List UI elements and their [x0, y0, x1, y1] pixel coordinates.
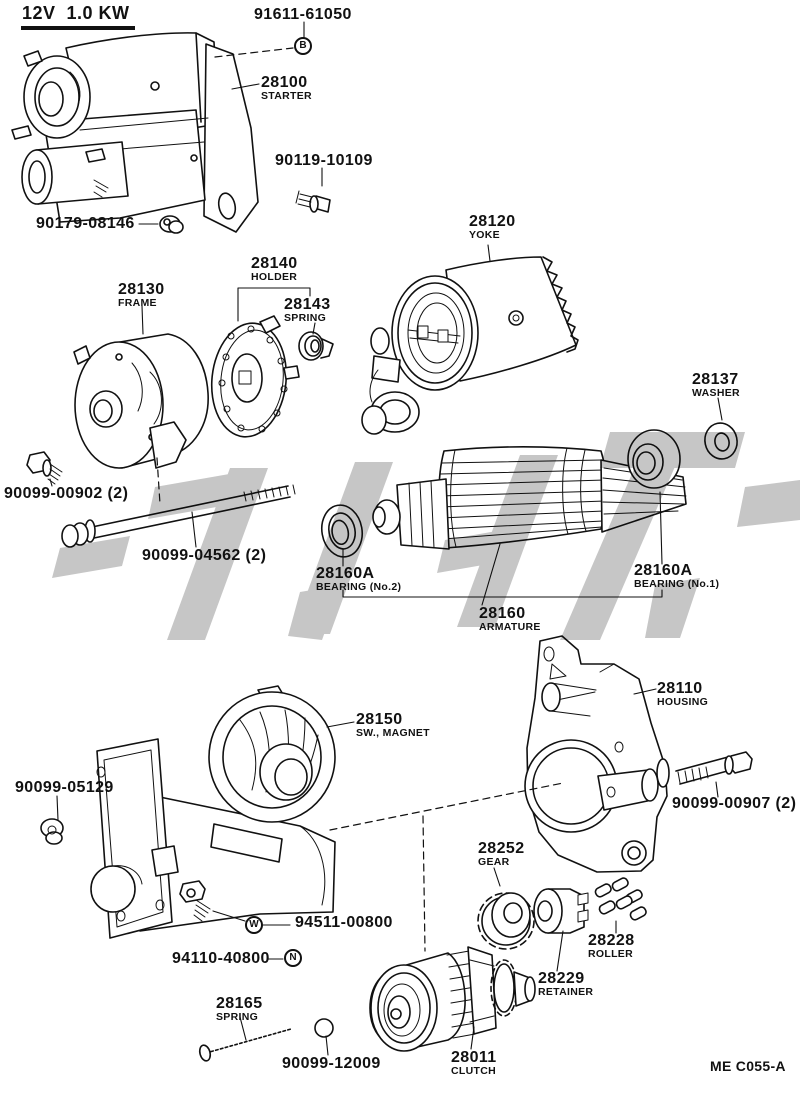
label-retainer: 28229 RETAINER	[538, 970, 593, 999]
marker-b-icon: B	[294, 37, 312, 55]
label-nut-90179: 90179-08146	[36, 215, 135, 232]
part-number: 28160A	[316, 565, 375, 582]
part-number: 28229	[538, 970, 585, 987]
label-clutch: 28011 CLUTCH	[451, 1049, 497, 1078]
bearing-no1-drawing	[627, 429, 681, 489]
yoke-drawing	[361, 256, 579, 435]
part-number: 91611-61050	[254, 6, 352, 23]
magnet-switch-drawing	[90, 685, 336, 939]
starter-assembly-drawing	[11, 32, 259, 233]
label-roller: 28228 ROLLER	[588, 932, 635, 961]
part-number: 28165	[216, 995, 263, 1012]
figure-code: ME C055-A	[710, 1058, 786, 1074]
label-washer-94511: 94511-00800	[295, 914, 393, 931]
part-number: 90099-00907 (2)	[672, 795, 797, 812]
bearing-no2-drawing	[320, 504, 364, 558]
part-name: SPRING	[284, 312, 327, 325]
part-name: ARMATURE	[479, 621, 541, 634]
frame-drawing	[73, 333, 209, 469]
part-number: 90099-05129	[15, 779, 114, 796]
label-starter: 28100 STARTER	[261, 74, 312, 103]
part-number: 94110-40800	[172, 950, 270, 967]
bolt-90119-drawing	[295, 190, 331, 213]
part-number: 28140	[251, 255, 298, 272]
part-name: SPRING	[216, 1011, 259, 1024]
part-number: 28110	[657, 680, 703, 697]
label-bolt-04562: 90099-04562 (2)	[142, 547, 266, 564]
part-name: STARTER	[261, 90, 312, 103]
part-name: HOUSING	[657, 696, 709, 709]
housing-drawing	[524, 635, 670, 873]
marker-n-icon: N	[284, 949, 302, 967]
label-spring-28143: 28143 SPRING	[284, 296, 331, 325]
part-number: 28143	[284, 296, 331, 313]
part-number: 28252	[478, 840, 525, 857]
label-bolt-90119: 90119-10109	[275, 152, 373, 169]
part-name: BEARING (No.2)	[316, 581, 402, 594]
part-number: 90179-08146	[36, 215, 135, 232]
gear-drawing	[477, 892, 535, 950]
washer-drawing	[704, 422, 738, 460]
part-name: CLUTCH	[451, 1065, 496, 1078]
part-number: 28150	[356, 711, 403, 728]
label-bearing-no1: 28160A BEARING (No.1)	[634, 562, 719, 591]
part-name: YOKE	[469, 229, 500, 242]
bolt-00902-drawing	[26, 451, 63, 485]
part-number: 94511-00800	[295, 914, 393, 931]
part-name: ROLLER	[588, 948, 633, 961]
part-number: 28100	[261, 74, 308, 91]
label-nut-94110: 94110-40800	[172, 950, 270, 967]
bolt-00907-drawing	[675, 751, 753, 785]
part-name: BEARING (No.1)	[634, 578, 720, 591]
marker-w-icon: W	[245, 916, 263, 934]
grommet-drawing	[40, 818, 64, 845]
part-name: FRAME	[118, 297, 157, 310]
voltage-power-spec: 12V 1.0 KW	[21, 3, 135, 30]
part-number: 90099-12009	[282, 1055, 381, 1072]
label-spring-28165: 28165 SPRING	[216, 995, 263, 1024]
spring-28165-drawing	[198, 1028, 292, 1062]
part-name: HOLDER	[251, 271, 298, 284]
label-bolt-00907: 90099-00907 (2)	[672, 795, 796, 812]
ball-drawing	[314, 1018, 334, 1038]
label-gear: 28252 GEAR	[478, 840, 525, 869]
part-name: RETAINER	[538, 986, 594, 999]
label-yoke: 28120 YOKE	[469, 213, 516, 242]
label-armature: 28160 ARMATURE	[479, 605, 541, 634]
label-bolt-00902: 90099-00902 (2)	[4, 485, 128, 502]
label-housing: 28110 HOUSING	[657, 680, 708, 709]
label-bearing-no2: 28160A BEARING (No.2)	[316, 565, 401, 594]
nut-90179-drawing	[159, 215, 184, 234]
part-number: 90099-04562 (2)	[142, 547, 267, 564]
part-number: 90099-00902 (2)	[4, 485, 129, 502]
retainer-drawing	[533, 888, 589, 934]
part-number: 90119-10109	[275, 152, 373, 169]
part-name: GEAR	[478, 856, 510, 869]
label-frame: 28130 FRAME	[118, 281, 165, 310]
part-number: 28137	[692, 371, 739, 388]
label-holder: 28140 HOLDER	[251, 255, 298, 284]
part-name: WASHER	[692, 387, 740, 400]
part-name: SW., MAGNET	[356, 727, 430, 740]
roller-set-drawing	[594, 877, 647, 921]
brush-spring-drawing	[298, 331, 334, 361]
part-number: 28120	[469, 213, 516, 230]
part-number: 28160A	[634, 562, 693, 579]
brush-holder-drawing	[210, 315, 300, 438]
label-grommet-05129: 90099-05129	[15, 779, 114, 796]
part-number: 28228	[588, 932, 635, 949]
part-number: 28130	[118, 281, 165, 298]
label-bolt-91611: 91611-61050	[254, 6, 352, 23]
part-number: 28011	[451, 1049, 497, 1066]
clutch-drawing	[369, 946, 536, 1052]
label-magnet-switch: 28150 SW., MAGNET	[356, 711, 430, 740]
part-number: 28160	[479, 605, 526, 622]
label-ball-12009: 90099-12009	[282, 1055, 381, 1072]
label-washer: 28137 WASHER	[692, 371, 740, 400]
